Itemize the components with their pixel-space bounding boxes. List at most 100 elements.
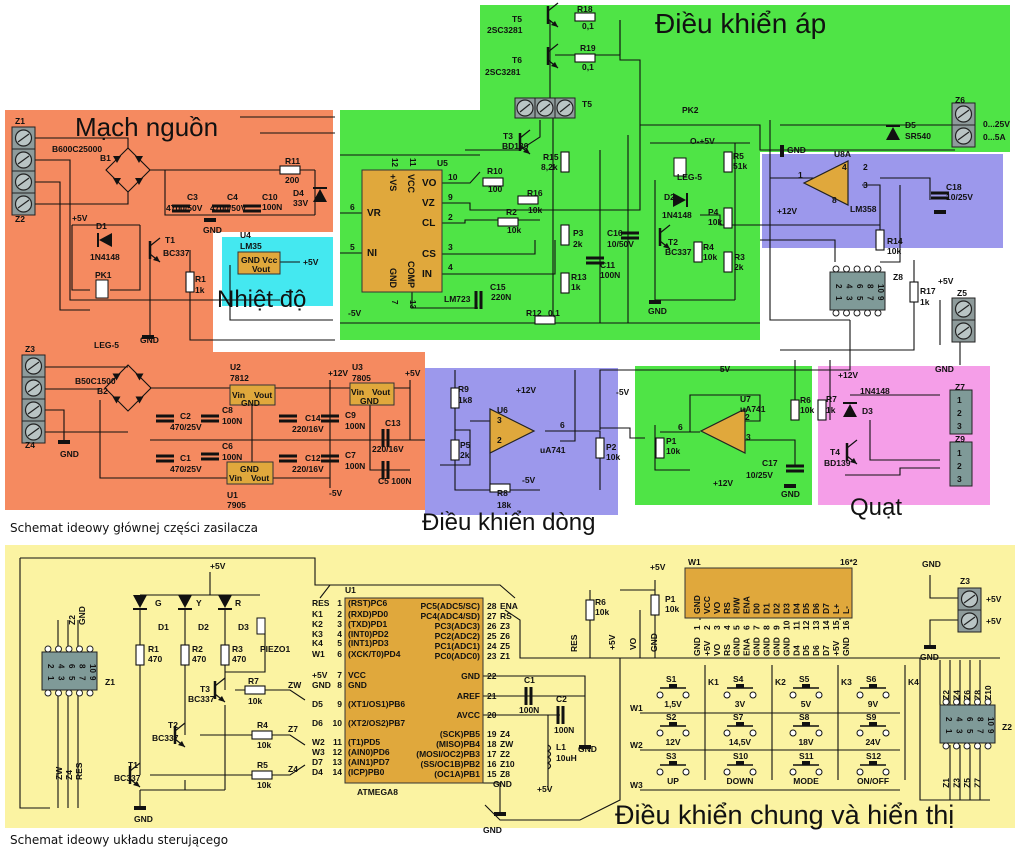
component-label: C4: [227, 192, 238, 202]
component-label: LM723: [444, 294, 471, 304]
opamp-u6: [489, 408, 536, 454]
mcu-net-label: RES: [312, 598, 330, 608]
component-label: +12V: [328, 368, 348, 378]
connector-z8: [829, 265, 886, 317]
ic-pin-number: 7: [390, 300, 399, 305]
ic-pin-number: 5: [350, 242, 355, 252]
component-label: R18: [577, 4, 593, 14]
component-label: T4: [830, 447, 840, 457]
component-label: R7: [826, 394, 837, 404]
lcd-pin-name: D4: [791, 603, 801, 614]
component-label: T5: [582, 99, 592, 109]
connector-pin-number: 1: [944, 729, 953, 734]
terminal-z1-z2: [11, 126, 36, 216]
lcd-pin-number: 14: [821, 620, 831, 630]
mcu-net-label: Z6: [500, 631, 510, 641]
mcu-net-label: W3: [312, 747, 325, 757]
ground-symbol: [934, 210, 946, 214]
wire: [465, 120, 541, 151]
component-label: Z9: [955, 434, 965, 444]
component-label: 220/16V: [292, 464, 324, 474]
resistor-r17: [909, 281, 919, 303]
connector-net-label: Z5: [962, 778, 972, 788]
capacitor-c12: [279, 454, 297, 463]
component-label: C10: [262, 192, 278, 202]
mcu-net-label: ENA: [500, 601, 518, 611]
mcu-pin-name: (INT0)PD2: [348, 629, 389, 639]
component-label: -5V: [522, 475, 536, 485]
switch-ref: S6: [866, 674, 877, 684]
component-label: U1: [227, 490, 238, 500]
inductor-l1: [546, 744, 552, 770]
lcd-net-label: GND: [762, 637, 772, 656]
lcd-net-label: GND: [732, 637, 742, 656]
component-label: R16: [527, 188, 543, 198]
component-label: +5V: [938, 276, 954, 286]
component-label: GND Vcc: [241, 255, 278, 265]
connector-pin-number: 2: [46, 664, 55, 669]
wire: [504, 609, 620, 659]
mcu-pin-number: 28: [487, 601, 497, 611]
lcd-net-label: GND: [692, 637, 702, 656]
lcd-pin-number: 11: [791, 621, 801, 630]
component-label: Z6: [955, 95, 965, 105]
component-label: 1N4148: [90, 252, 120, 262]
wire: [929, 575, 958, 599]
mcu-net-label: Z8: [500, 769, 510, 779]
terminal-z6: [951, 102, 976, 148]
component-label: 220N: [491, 292, 511, 302]
connector-pin-number: 10: [986, 717, 995, 726]
mcu-net-label: RS: [500, 611, 512, 621]
mcu-pin-number: 13: [333, 757, 343, 767]
component-label: +5V: [986, 616, 1002, 626]
resistor-r16: [517, 195, 539, 205]
component-label: LM358: [850, 204, 877, 214]
component-label: +5V: [405, 368, 421, 378]
transistor-t5: [546, 2, 559, 28]
connector-net-label: Z2: [941, 690, 951, 700]
ground-symbol: [142, 335, 154, 339]
resistor-r4: [251, 730, 273, 740]
mcu-pin-name: (MISO)PB4: [436, 739, 480, 749]
piezo-buzzer: [256, 617, 266, 635]
lcd-pin-number: 6: [742, 625, 752, 630]
component-label: 2: [957, 461, 962, 471]
switch-ref: S9: [866, 712, 877, 722]
component-label: T1: [128, 760, 138, 770]
ic-pin-name: CL: [422, 218, 435, 229]
wires: [19, 20, 1000, 821]
mcu-pin-name: PC3(ADC3): [435, 621, 481, 631]
mcu-pin-name: PC0(ADC0): [435, 651, 481, 661]
component-label: PK2: [682, 105, 699, 115]
lcd-pin-name: D5: [801, 603, 811, 614]
lcd-pin-name: ENA: [742, 596, 752, 614]
lcd-net-label: VO: [712, 643, 722, 656]
led-d2: [178, 595, 192, 610]
wire: [483, 675, 586, 745]
mcu-pin-number: 1: [337, 598, 342, 608]
ground-symbol: [784, 484, 796, 488]
component-label: 7812: [230, 373, 249, 383]
component-label: R5: [733, 151, 744, 161]
component-label: R17: [920, 286, 936, 296]
switch-ref: S2: [666, 712, 677, 722]
component-label: 100N: [519, 705, 539, 715]
component-label: 1: [957, 395, 962, 405]
ic-pin-number: 10: [448, 172, 458, 182]
switch-ref: S10: [733, 751, 748, 761]
component-label: 2k: [460, 450, 470, 460]
ic-pin-name: VZ: [422, 198, 435, 209]
component-label: R8: [497, 488, 508, 498]
component-label: 100: [488, 184, 502, 194]
component-label: 2: [745, 412, 750, 422]
lcd-pin-number: 12: [801, 620, 811, 630]
component-label: 1: [957, 448, 962, 458]
ic-pin-name: VCC: [406, 174, 416, 194]
lcd-pin-name: GND: [692, 595, 702, 614]
mcu-pin-number: 6: [337, 649, 342, 659]
component-label: D2: [664, 192, 675, 202]
component-label: GND: [77, 606, 87, 625]
component-label: +12V: [713, 478, 733, 488]
ground-symbol: [494, 812, 506, 816]
regulator-pin-label: Vout: [254, 390, 272, 400]
